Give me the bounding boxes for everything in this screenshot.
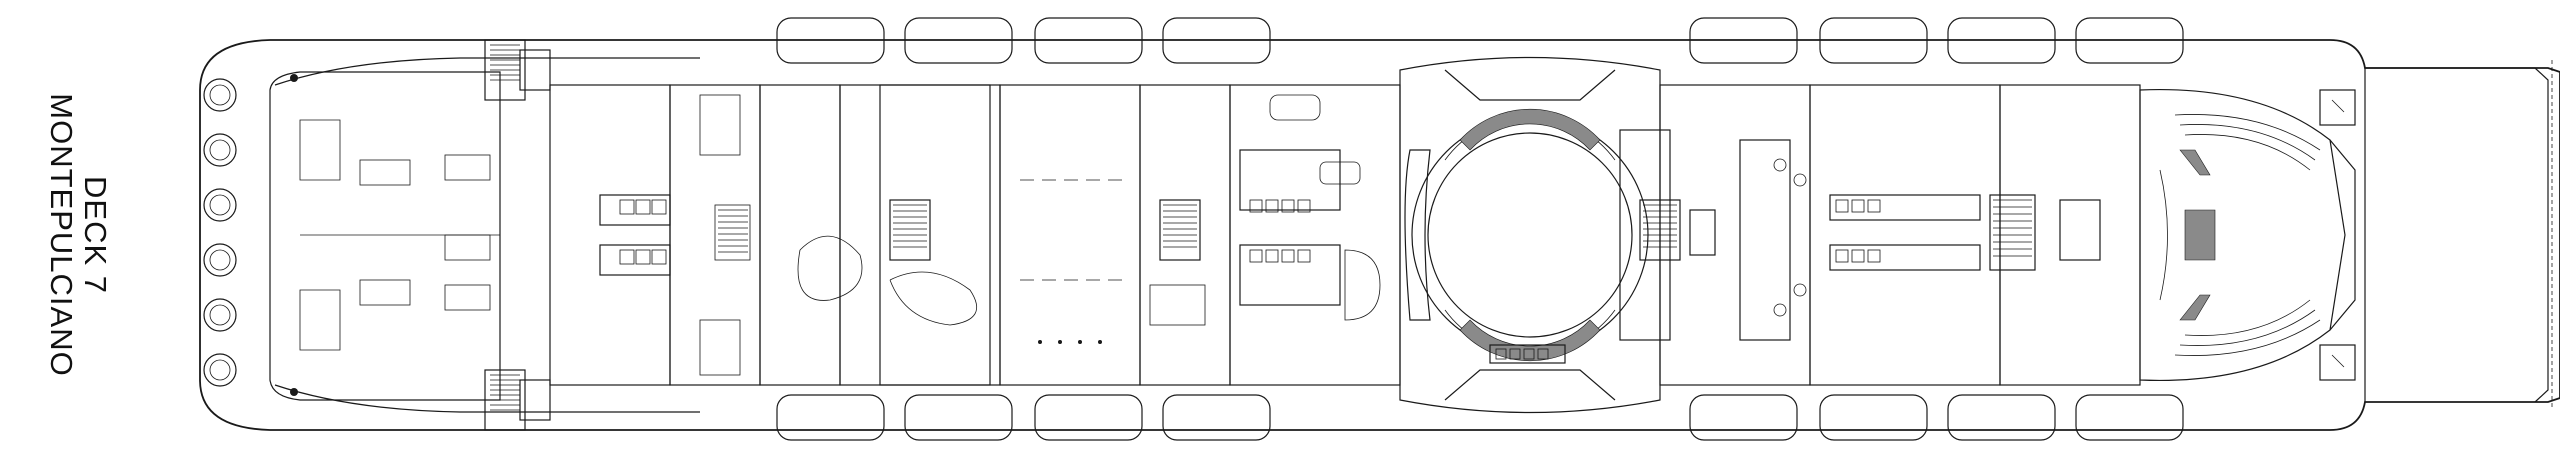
mid-forward-zone (1619, 84, 1811, 386)
shops-block (1229, 84, 1401, 386)
mid-aft-rooms (549, 84, 841, 386)
lifeboats-top (776, 17, 2184, 64)
forward-shops (1809, 84, 2141, 386)
central-aft-lounges (797, 84, 1231, 386)
stern-window-circles (203, 78, 237, 387)
central-atrium (1399, 56, 1661, 414)
aft-stairs (484, 39, 551, 431)
aft-restaurant (269, 71, 501, 401)
forward-theater (2139, 89, 2356, 381)
hull-outline (199, 39, 2560, 431)
lifeboats-bottom (776, 394, 2184, 441)
